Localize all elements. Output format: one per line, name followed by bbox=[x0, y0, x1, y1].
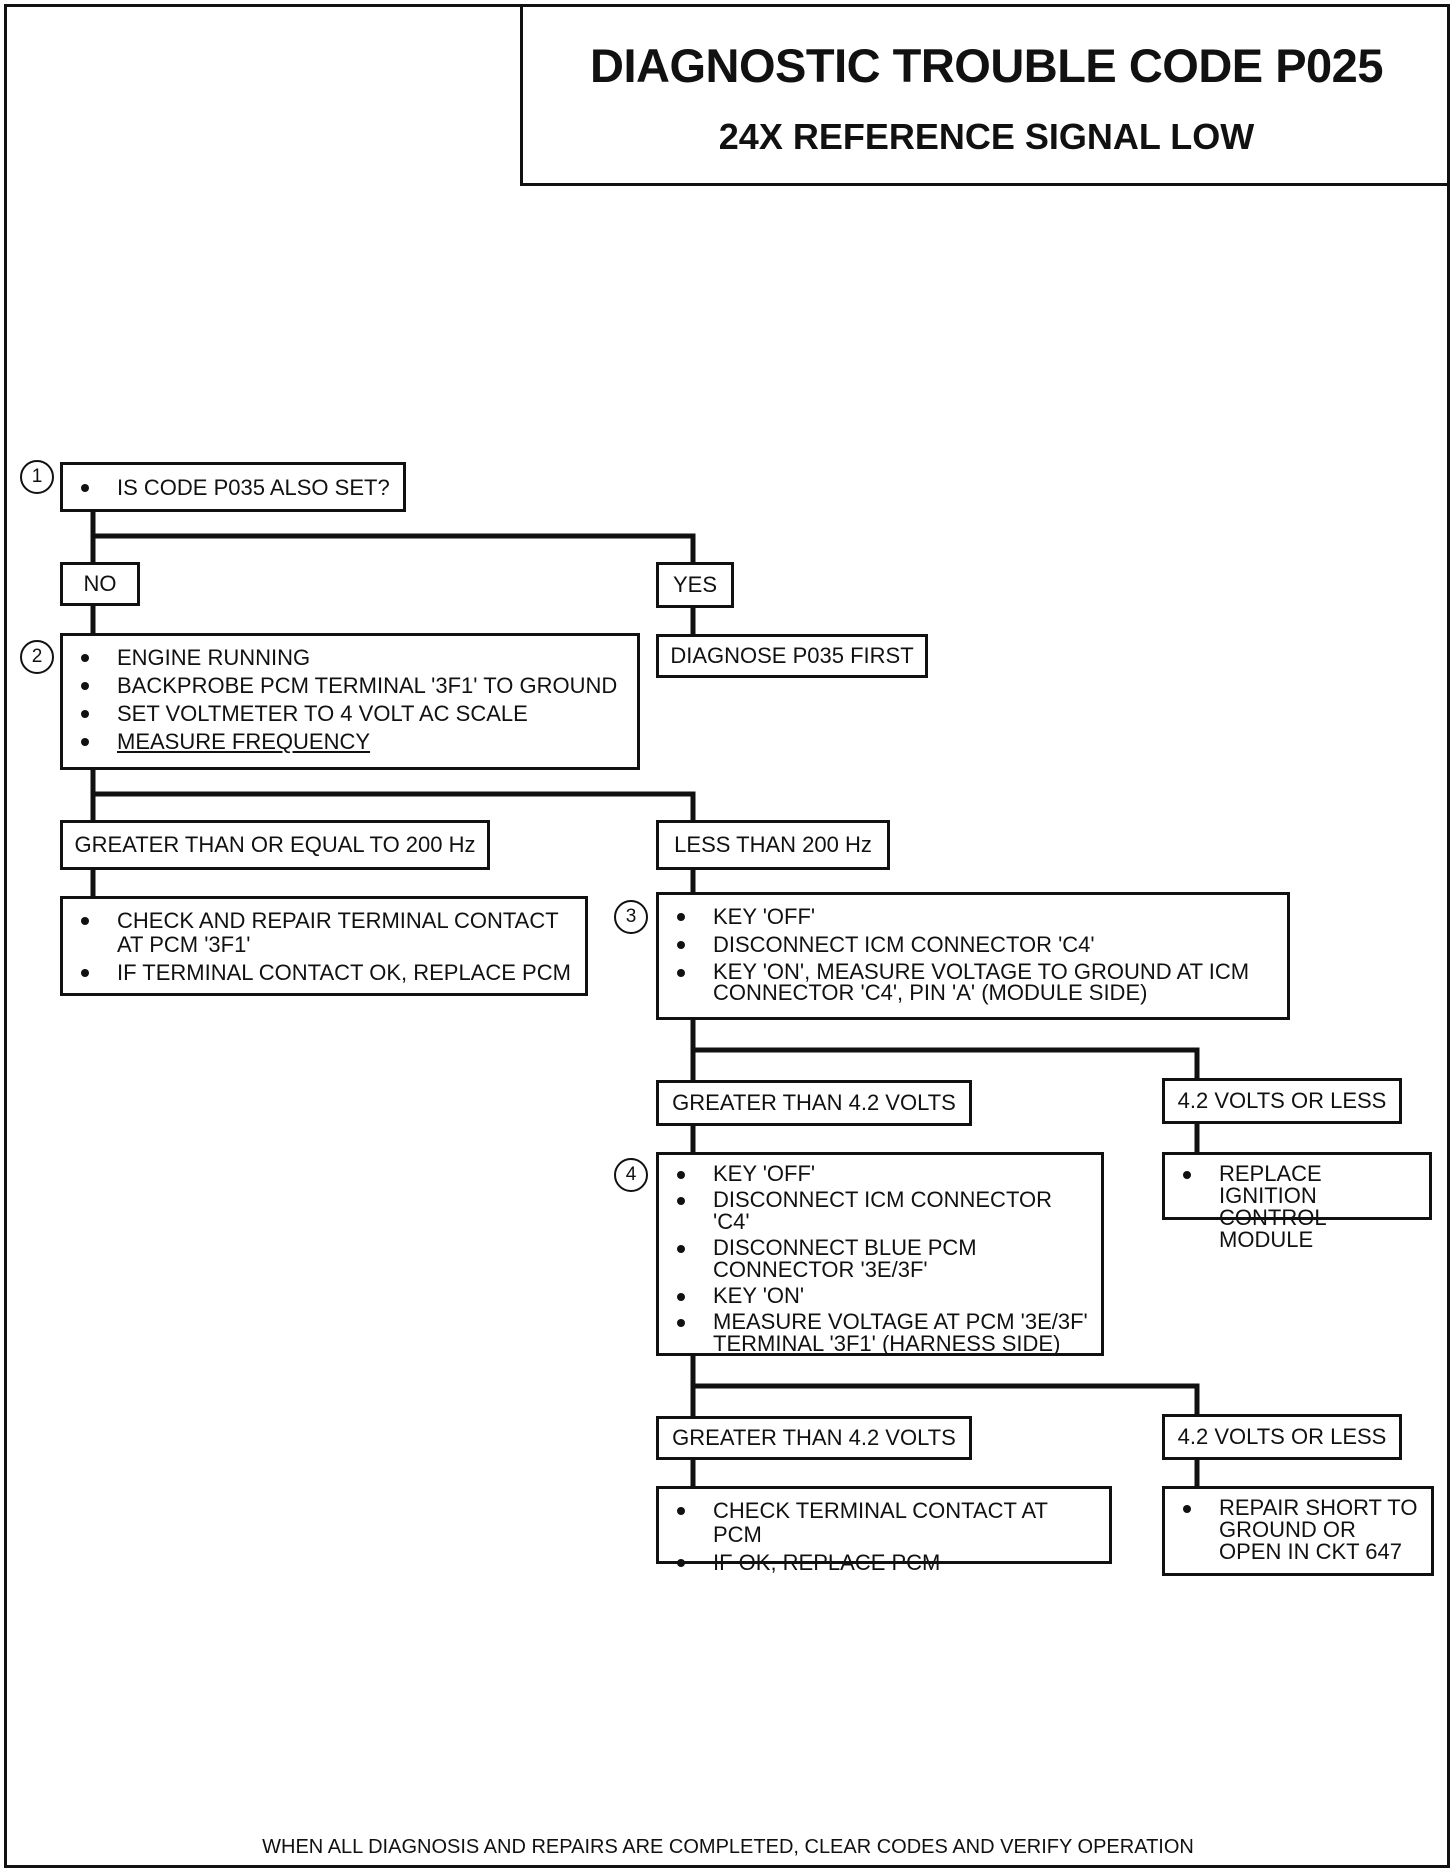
branch-greater-than-4-2-volts: GREATER THAN 4.2 VOLTS bbox=[656, 1416, 972, 1460]
step-number-2: 2 bbox=[20, 640, 54, 674]
connector-s2 bbox=[90, 767, 696, 823]
result-item: REPLACE IGNITION CONTROL MODULE bbox=[1169, 1163, 1421, 1251]
connector-s3 bbox=[690, 1017, 1200, 1083]
result-replace-icm-list: REPLACE IGNITION CONTROL MODULE bbox=[1169, 1163, 1421, 1251]
result-check-terminal-contact: CHECK TERMINAL CONTACT AT PCM IF OK, REP… bbox=[656, 1486, 1112, 1575]
step-3-item: KEY 'ON', MEASURE VOLTAGE TO GROUND AT I… bbox=[663, 961, 1277, 1004]
branch-yes: YES bbox=[656, 562, 734, 608]
step-1-item: IS CODE P035 ALSO SET? bbox=[67, 476, 393, 500]
page-frame bbox=[4, 4, 1450, 1868]
step-3-box: KEY 'OFF' DISCONNECT ICM CONNECTOR 'C4' … bbox=[656, 892, 1290, 1020]
step-2-list: ENGINE RUNNING BACKPROBE PCM TERMINAL '3… bbox=[67, 646, 627, 754]
step-3-item: DISCONNECT ICM CONNECTOR 'C4' bbox=[663, 933, 1277, 957]
result-item: REPAIR SHORT TO GROUND OR OPEN IN CKT 64… bbox=[1169, 1497, 1423, 1563]
step-4-item: DISCONNECT BLUE PCM CONNECTOR '3E/3F' bbox=[663, 1237, 1093, 1281]
page-title: DIAGNOSTIC TROUBLE CODE P025 bbox=[590, 39, 1383, 92]
connector-s1 bbox=[90, 509, 696, 565]
step-4-item: MEASURE VOLTAGE AT PCM '3E/3F' TERMINAL … bbox=[663, 1311, 1093, 1355]
connector-s4 bbox=[690, 1353, 1200, 1419]
branch-4-2-volts-or-less: 4.2 VOLTS OR LESS bbox=[1162, 1414, 1402, 1460]
step-3-list: KEY 'OFF' DISCONNECT ICM CONNECTOR 'C4' … bbox=[663, 905, 1277, 1004]
result-check-repair-list: CHECK AND REPAIR TERMINAL CONTACT AT PCM… bbox=[67, 909, 575, 985]
result-item: IF TERMINAL CONTACT OK, REPLACE PCM bbox=[67, 961, 575, 985]
result-repair-short: REPAIR SHORT TO GROUND OR OPEN IN CKT 64… bbox=[1162, 1486, 1434, 1576]
result-check-terminal-list: CHECK TERMINAL CONTACT AT PCM IF OK, REP… bbox=[663, 1499, 1101, 1575]
step-4-list: KEY 'OFF' DISCONNECT ICM CONNECTOR 'C4' … bbox=[663, 1163, 1093, 1355]
result-check-repair-terminal: CHECK AND REPAIR TERMINAL CONTACT AT PCM… bbox=[60, 896, 588, 996]
footer-note: WHEN ALL DIAGNOSIS AND REPAIRS ARE COMPL… bbox=[262, 1836, 1194, 1858]
step-3-item: KEY 'OFF' bbox=[663, 905, 1277, 929]
step-2-item: ENGINE RUNNING bbox=[67, 646, 627, 670]
branch-less-than-200hz: LESS THAN 200 Hz bbox=[656, 820, 890, 870]
branch-4-2-volts-or-less: 4.2 VOLTS OR LESS bbox=[1162, 1078, 1402, 1124]
step-2-item: MEASURE FREQUENCY bbox=[67, 730, 627, 754]
branch-greater-than-4-2-volts: GREATER THAN 4.2 VOLTS bbox=[656, 1080, 972, 1126]
step-4-box: KEY 'OFF' DISCONNECT ICM CONNECTOR 'C4' … bbox=[656, 1152, 1104, 1356]
step-1-list: IS CODE P035 ALSO SET? bbox=[67, 476, 393, 500]
page-subtitle: 24X REFERENCE SIGNAL LOW bbox=[718, 116, 1255, 157]
title-box: DIAGNOSTIC TROUBLE CODE P025 24X REFEREN… bbox=[520, 4, 1450, 186]
result-item: CHECK AND REPAIR TERMINAL CONTACT AT PCM… bbox=[67, 909, 575, 957]
step-4-item: DISCONNECT ICM CONNECTOR 'C4' bbox=[663, 1189, 1093, 1233]
result-diagnose-p035-first: DIAGNOSE P035 FIRST bbox=[656, 634, 928, 678]
branch-greater-equal-200hz: GREATER THAN OR EQUAL TO 200 Hz bbox=[60, 820, 490, 870]
result-replace-icm: REPLACE IGNITION CONTROL MODULE bbox=[1162, 1152, 1432, 1251]
step-2-item: BACKPROBE PCM TERMINAL '3F1' TO GROUND bbox=[67, 674, 627, 698]
step-number-4: 4 bbox=[614, 1158, 648, 1192]
result-item: CHECK TERMINAL CONTACT AT PCM bbox=[663, 1499, 1101, 1547]
step-4-item: KEY 'OFF' bbox=[663, 1163, 1093, 1185]
step-1-box: IS CODE P035 ALSO SET? bbox=[60, 462, 406, 512]
step-2-box: ENGINE RUNNING BACKPROBE PCM TERMINAL '3… bbox=[60, 633, 640, 770]
step-number-3: 3 bbox=[614, 900, 648, 934]
branch-no: NO bbox=[60, 562, 140, 606]
step-4-item: KEY 'ON' bbox=[663, 1285, 1093, 1307]
result-repair-short-list: REPAIR SHORT TO GROUND OR OPEN IN CKT 64… bbox=[1169, 1497, 1423, 1563]
result-item: IF OK, REPLACE PCM bbox=[663, 1551, 1101, 1575]
step-2-item: SET VOLTMETER TO 4 VOLT AC SCALE bbox=[67, 702, 627, 726]
step-number-1: 1 bbox=[20, 460, 54, 494]
